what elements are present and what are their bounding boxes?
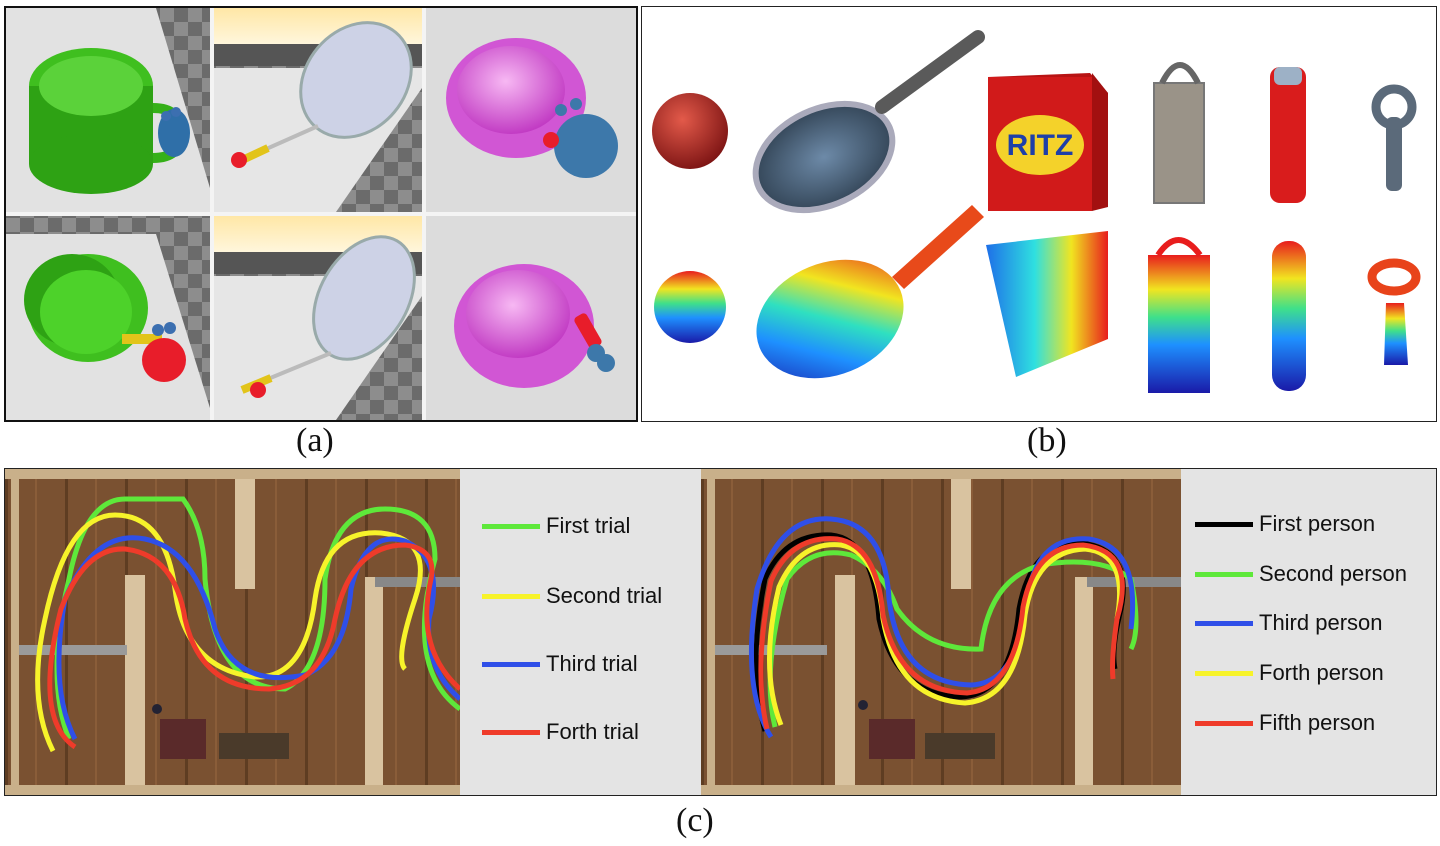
legend-label: Third person [1259,610,1383,635]
trajectory-third-person [748,516,1136,739]
panel-b: RITZ [641,6,1437,422]
legend-swatch [482,729,540,735]
legend-swatch [1195,521,1253,527]
legend-item-third-person: Third person [1195,610,1383,636]
opener-heatmap [1367,258,1421,365]
caption-a: (a) [296,422,334,459]
thermos-real [1270,67,1306,203]
legend-label: Third trial [546,651,638,676]
caption-c: (c) [676,802,714,839]
legend-item-forth-person: Forth person [1195,660,1384,686]
apple-heatmap [654,271,726,343]
opener-real [1371,84,1417,191]
legend-swatch [1195,620,1253,626]
caption-b: (b) [1027,422,1067,459]
legend-swatch [482,523,540,529]
pan-heatmap [756,205,984,379]
legend-item-fifth-person: Fifth person [1195,710,1375,736]
cell-mug-top [6,8,210,212]
panel-a-grasp-grid [6,8,636,420]
legend-label: Fifth person [1259,710,1376,735]
legend-swatch [1195,720,1253,726]
cell-racket-bottom [214,216,422,420]
legend-item-second-trial: Second trial [482,583,662,609]
thermos-heatmap [1272,241,1306,391]
legend-label: First person [1259,511,1376,536]
floor-map-trials [5,469,460,795]
cell-racket-top [214,8,422,212]
legend-item-third-trial: Third trial [482,651,638,677]
grater-heatmap [1148,237,1210,393]
legend-swatch [1195,670,1253,676]
legend-label: Second person [1259,561,1407,586]
legend-item-second-person: Second person [1195,561,1407,587]
pan-real [752,30,985,214]
floor-map-persons [701,469,1181,795]
legend-swatch [482,661,540,667]
grater-real [1153,62,1205,204]
trajectory-forth-trial [47,542,460,750]
cell-mug-bottom [6,216,210,420]
cell-bowl-bottom [426,216,636,420]
box-heatmap [986,231,1108,377]
legend-label: Second trial [546,583,663,608]
trajectory-first-trial [54,496,460,740]
legend-swatch [1195,571,1253,577]
trajectory-forth-person [767,542,1123,726]
legend-item-forth-trial: Forth trial [482,719,639,745]
legend-item-first-person: First person [1195,511,1375,537]
legend-item-first-trial: First trial [482,513,630,539]
legend-label: Forth trial [546,719,639,744]
cracker-box-real: RITZ [988,73,1108,211]
panel-b-objects: RITZ [652,30,1421,393]
apple-real [652,93,728,169]
legend-label: First trial [546,513,631,538]
panel-c: First trial Second trial Third trial For… [4,468,1437,796]
legend-swatch [482,593,540,599]
panel-a [4,6,638,422]
trajectory-second-trial [35,512,423,753]
ritz-logo-text: RITZ [1007,129,1074,162]
legend-label: Forth person [1259,660,1384,685]
cell-bowl-top [426,8,636,212]
trajectory-fifth-person [758,536,1125,730]
